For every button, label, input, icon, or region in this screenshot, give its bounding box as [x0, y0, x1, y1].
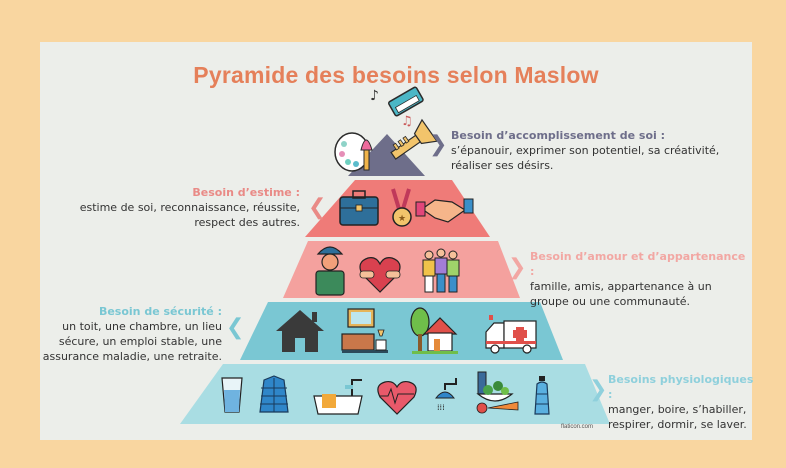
svg-text:♫: ♫	[401, 114, 413, 129]
level-line: respect des autres.	[194, 216, 300, 229]
level-line: un toit, une chambre, un lieu	[62, 320, 222, 333]
level-line: estime de soi, reconnaissance, réussite,	[79, 201, 300, 214]
level-line: groupe ou une communauté.	[530, 295, 691, 308]
trumpet-icon	[390, 118, 438, 160]
water-glass-icon	[221, 377, 243, 413]
level-estime-text: Besoin d’estime : estime de soi, reconna…	[60, 185, 300, 230]
level-amour-text: Besoin d’amour et d’appartenance : famil…	[530, 249, 750, 309]
chevron-right-icon: ❯	[589, 377, 608, 402]
level-heading: Besoins physiologiques :	[608, 373, 754, 401]
keyboard-icon	[387, 86, 424, 117]
ambulance-icon	[485, 315, 537, 354]
jacket-icon	[259, 375, 289, 413]
tier-securite	[240, 302, 563, 360]
chevron-right-icon: ❯	[429, 132, 448, 157]
paintbrush-icon	[360, 139, 373, 171]
level-heading: Besoin de sécurité :	[98, 305, 222, 318]
level-securite-text: Besoin de sécurité : un toit, une chambr…	[40, 304, 222, 364]
level-heading: Besoin d’amour et d’appartenance :	[530, 250, 746, 278]
chevron-left-icon: ❮	[226, 315, 245, 340]
briefcase-icon	[339, 190, 379, 226]
chevron-right-icon: ❯	[508, 255, 527, 280]
heartbeat-icon	[377, 380, 417, 415]
level-line: sécure, un emploi stable, une	[58, 335, 222, 348]
credit-text: flaticon.com	[561, 424, 594, 430]
level-line: famille, amis, appartenance à un	[530, 280, 712, 293]
infographic-panel: Pyramide des besoins selon Maslow ♪ ♫	[40, 42, 753, 440]
level-line: s’épanouir, exprimer son potentiel, sa c…	[451, 144, 720, 157]
bathtub-icon	[313, 379, 363, 415]
pyramid: ♪ ♫ ★	[180, 86, 610, 424]
house-icon	[276, 310, 324, 352]
svg-text:★: ★	[398, 214, 406, 224]
handshake-icon	[415, 198, 474, 223]
medal-icon: ★	[391, 188, 412, 227]
chevron-left-icon: ❮	[308, 195, 327, 220]
level-heading: Besoin d’estime :	[192, 186, 300, 199]
svg-text:♪: ♪	[370, 88, 379, 104]
heart-hands-icon	[359, 257, 401, 293]
worker-icon	[315, 246, 345, 296]
home-tree-icon	[410, 307, 458, 354]
level-line: respirer, dormir, se laver.	[608, 418, 747, 431]
page-title: Pyramide des besoins selon Maslow	[193, 62, 599, 88]
level-line: assurance maladie, une retraite.	[42, 350, 222, 363]
shower-icon: ⁞⁞⁞	[434, 378, 457, 412]
level-line: réaliser ses désirs.	[451, 159, 554, 172]
music-note-icon: ♪ ♫	[370, 88, 413, 129]
bedroom-icon	[341, 308, 388, 353]
level-accomplissement-text: Besoin d’accomplissement de soi : s’épan…	[451, 128, 751, 173]
water-bottle-icon	[534, 376, 550, 415]
svg-text:⁞⁞⁞: ⁞⁞⁞	[437, 403, 445, 412]
level-physiologiques-text: Besoins physiologiques : manger, boire, …	[608, 372, 758, 432]
food-icon	[476, 371, 519, 414]
level-heading: Besoin d’accomplissement de soi :	[451, 129, 665, 142]
level-line: manger, boire, s’habiller,	[608, 403, 747, 416]
friends-group-icon	[422, 248, 460, 293]
